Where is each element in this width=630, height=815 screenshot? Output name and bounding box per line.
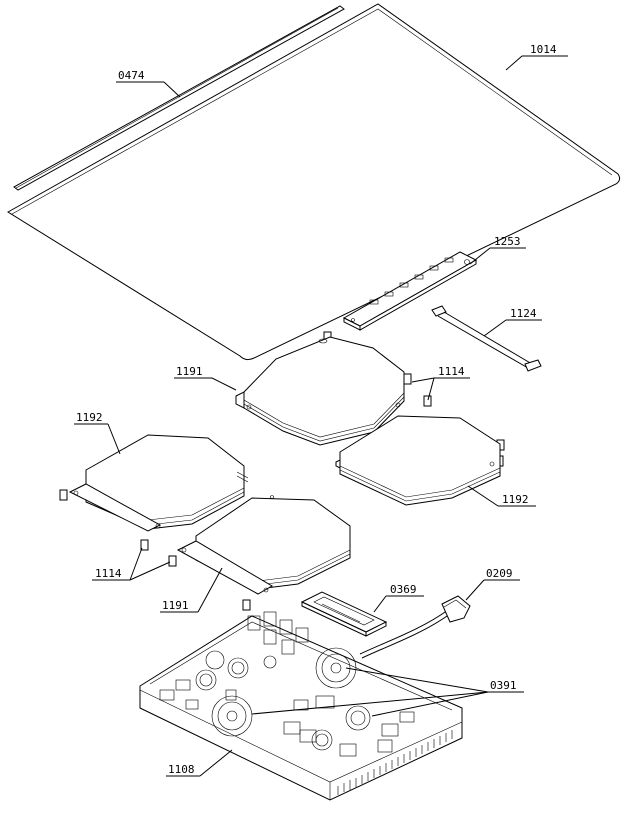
label-1108: 1108 (168, 763, 195, 776)
part-0209-power-cord (359, 595, 471, 659)
label-1191-bottom: 1191 (162, 599, 189, 612)
label-0391: 0391 (490, 679, 517, 692)
part-1253-control-board (342, 251, 478, 331)
part-1014-glass-top (7, 3, 621, 361)
part-1191-induction-coil-top (235, 336, 405, 446)
label-0209: 0209 (486, 567, 513, 580)
label-0369: 0369 (390, 583, 417, 596)
part-1192-induction-coil-left (68, 434, 249, 532)
label-1192-left: 1192 (76, 411, 103, 424)
label-1014: 1014 (530, 43, 557, 56)
part-1192-induction-coil-right (335, 415, 501, 506)
part-1108-bottom-housing (139, 611, 463, 801)
label-1114-top: 1114 (438, 365, 465, 378)
label-1253: 1253 (494, 235, 521, 248)
part-1124-ribbon-cable (431, 305, 542, 372)
label-1192-right: 1192 (502, 493, 529, 506)
label-1114-bottom: 1114 (95, 567, 122, 580)
label-1191-top: 1191 (176, 365, 203, 378)
part-1191-induction-coil-bottom (176, 495, 351, 595)
label-1124: 1124 (510, 307, 537, 320)
part-0474-seal-strip (13, 5, 345, 191)
leader-lines (74, 55, 568, 777)
part-0369-module (300, 591, 388, 637)
label-0474: 0474 (118, 69, 145, 82)
part-labels: 0474 1014 1253 1124 1191 1114 1192 1192 … (76, 43, 557, 776)
